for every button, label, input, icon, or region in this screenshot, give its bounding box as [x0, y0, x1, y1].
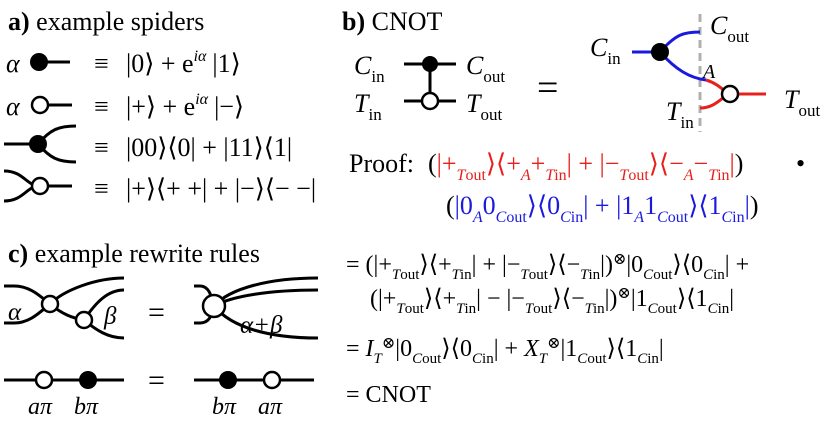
rule1-equals: = [148, 296, 165, 329]
cnot-c-out: Cout [466, 51, 505, 86]
zx-c-out: Cout [710, 11, 749, 46]
proof-line-3: = (|+Tout⟩⟨+Tin| + |−Tout⟩⟨−Tin|)⊗|0Cout… [346, 251, 749, 283]
rule1-beta: β [103, 303, 117, 330]
panel-b: b) CNOT Cin Tin Cout Tout = [342, 7, 820, 408]
cnot-zx-diagram: Cin Cout A Tin Tout [590, 11, 820, 132]
spider-row-1: α ≡ |0⟩ + eiα|1⟩ [6, 48, 241, 78]
row2-formula: |+⟩ + eiα|−⟩ [126, 91, 244, 121]
panel-a: a) example spiders α ≡ |0⟩ + eiα|1⟩ α ≡ … [3, 7, 316, 203]
panel-b-letter: b) [342, 7, 365, 36]
rule2-right-black-spider [219, 371, 237, 389]
row3-black-spider [29, 135, 47, 153]
spider-row-4: ≡ |+⟩⟨+ +| + |−⟩⟨− −| [3, 169, 316, 203]
rule1-spider-alpha [40, 294, 60, 314]
rule1-sum: α+β [240, 312, 283, 339]
zx-a-label: A [701, 61, 716, 83]
zx-c-in: Cin [590, 33, 621, 68]
rule2-left-black-spider [79, 371, 97, 389]
proof-expansion-2: (|+Tout⟩⟨+Tin| − |−Tout⟩⟨−Tin|)⊗|1Cout⟩⟨… [370, 285, 734, 317]
proof-line-2: (|0A0Cout⟩⟨0Cin| + |1A1Cout⟩⟨1Cin|) [446, 191, 759, 226]
panel-c: c) example rewrite rules α β = α+β [4, 239, 319, 420]
panel-a-letter: a) [8, 7, 30, 36]
rule2-left-white-spider [34, 370, 54, 390]
panel-a-title: example spiders [36, 7, 204, 36]
rule2-left-bpi: bπ [74, 394, 99, 420]
panel-c-letter: c) [8, 239, 28, 268]
cnot-target-circle [420, 91, 440, 111]
cnot-control-dot [422, 56, 438, 72]
row1-black-spider [30, 53, 48, 71]
row3-equiv: ≡ [94, 133, 109, 162]
row1-equiv: ≡ [94, 49, 109, 78]
rewrite-rule-2-left: aπ bπ [4, 370, 124, 420]
proof-red-term: (|+Tout⟩⟨+A+Tin| + |−Tout⟩⟨−A−Tin|) [428, 149, 743, 184]
rule2-right-api: aπ [258, 394, 283, 420]
svg-text:c) example rewrite rules: c) example rewrite rules [8, 239, 260, 268]
spider-row-2: α ≡ |+⟩ + eiα|−⟩ [6, 91, 244, 121]
row2-white-spider [30, 95, 50, 115]
spider-row-3: ≡ |00⟩⟨0| + |11⟩⟨1| [4, 124, 292, 164]
rule2-right-white-spider [262, 370, 282, 390]
cnot-t-out: Tout [466, 89, 502, 124]
proof-bullet: • [796, 149, 805, 178]
proof-expansion-1: = (|+Tout⟩⟨+Tin| + |−Tout⟩⟨−Tin|)⊗|0Cout… [346, 251, 749, 283]
proof-label: Proof: [349, 149, 414, 178]
svg-text:b) CNOT: b) CNOT [342, 7, 443, 36]
rule2-equals: = [148, 364, 165, 397]
row2-alpha: α [6, 92, 21, 121]
zx-white-spider [720, 84, 740, 104]
cnot-c-in: Cin [354, 51, 385, 86]
svg-text:a) example spiders: a) example spiders [8, 7, 204, 36]
zx-black-spider [651, 43, 669, 61]
proof-line-1: Proof: (|+Tout⟩⟨+A+Tin| + |−Tout⟩⟨−A−Tin… [349, 149, 805, 184]
proof-result: = CNOT [346, 382, 431, 408]
cnot-equals: = [537, 67, 558, 109]
rewrite-rule-1-left: α β [4, 276, 125, 340]
rewrite-rule-2-right: bπ aπ [194, 370, 314, 420]
row4-equiv: ≡ [94, 174, 109, 203]
row4-white-spider [30, 176, 50, 196]
proof-line-5: = IT⊗|0Cout⟩⟨0Cin| + XT⊗|1Cout⟩⟨1Cin| [346, 335, 664, 367]
row3-formula: |00⟩⟨0| + |11⟩⟨1| [126, 133, 292, 162]
cnot-symbol: Cin Tin Cout Tout [354, 51, 505, 124]
row4-formula: |+⟩⟨+ +| + |−⟩⟨− −| [126, 174, 316, 203]
zx-t-out: Tout [784, 85, 820, 120]
panel-b-title: CNOT [372, 7, 443, 36]
panel-c-title: example rewrite rules [35, 239, 260, 268]
proof-blue-term: (|0A0Cout⟩⟨0Cin| + |1A1Cout⟩⟨1Cin|) [446, 191, 759, 226]
rule2-right-bpi: bπ [212, 394, 237, 420]
row1-formula: |0⟩ + eiα|1⟩ [126, 48, 241, 78]
rewrite-rule-1-right: α+β [194, 276, 319, 340]
proof-identity-x: = IT⊗|0Cout⟩⟨0Cin| + XT⊗|1Cout⟩⟨1Cin| [346, 335, 664, 367]
rule1-merged-spider [201, 293, 227, 319]
rule2-left-api: aπ [28, 394, 53, 420]
cnot-t-in: Tin [354, 89, 382, 124]
rule1-spider-beta [74, 310, 94, 330]
rule1-alpha: α [8, 299, 22, 326]
zx-t-in: Tin [666, 97, 694, 132]
proof-line-4: (|+Tout⟩⟨+Tin| − |−Tout⟩⟨−Tin|)⊗|1Cout⟩⟨… [370, 285, 734, 317]
row1-alpha: α [6, 49, 21, 78]
row2-equiv: ≡ [94, 92, 109, 121]
